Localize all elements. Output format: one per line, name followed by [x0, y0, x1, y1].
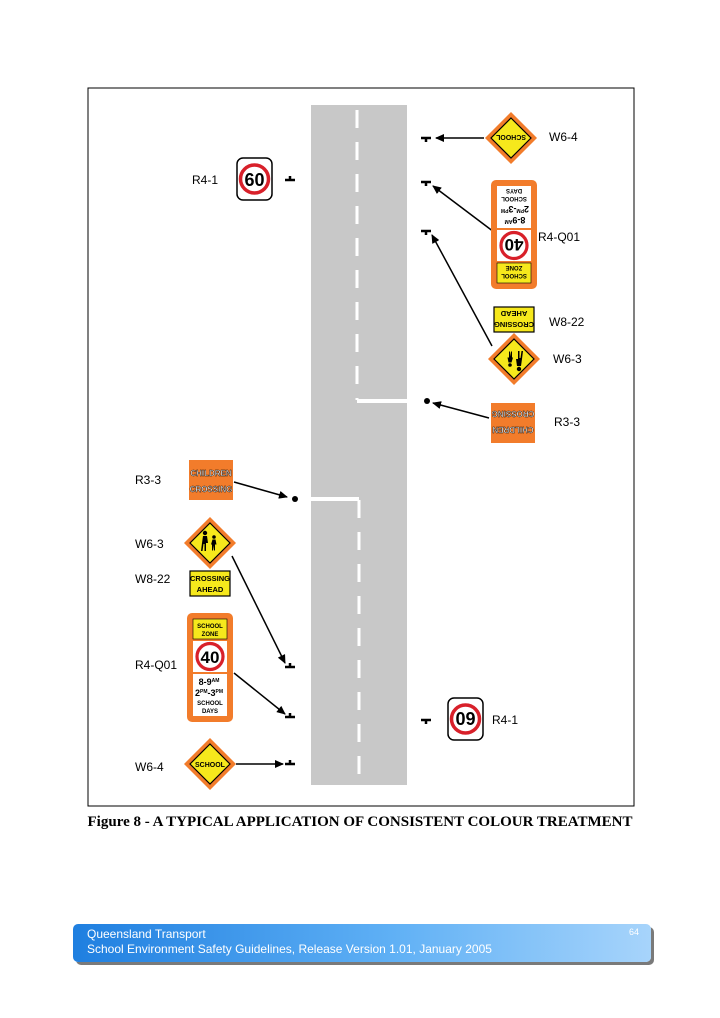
label-r4-1-upper: R4-1 [192, 173, 218, 187]
label-r4-q01-upper: R4-Q01 [538, 230, 580, 244]
footer-document-title: School Environment Safety Guidelines, Re… [87, 942, 492, 956]
children-warning-sign [184, 517, 236, 569]
svg-text:CROSSING: CROSSING [494, 320, 534, 329]
figure-frame [87, 87, 635, 807]
label-r4-1-lower: R4-1 [492, 713, 518, 727]
svg-text:8-9AM: 8-9AM [505, 215, 526, 225]
arrows [231, 134, 495, 768]
figure-caption: Figure 8 - A TYPICAL APPLICATION OF CONS… [87, 814, 633, 830]
school-warning-sign-opposite: SCHOOL [485, 112, 537, 164]
page-footer: Queensland Transport School Environment … [73, 924, 651, 962]
label-w8-22-lower: W8-22 [135, 572, 171, 586]
svg-text:SCHOOL: SCHOOL [495, 133, 526, 140]
svg-text:SCHOOL: SCHOOL [197, 624, 223, 630]
svg-text:2PM-3PM: 2PM-3PM [195, 688, 223, 698]
svg-text:CROSSING: CROSSING [190, 485, 233, 494]
svg-text:CHILDREN: CHILDREN [492, 425, 534, 434]
svg-text:SCHOOL: SCHOOL [197, 701, 223, 707]
svg-text:ZONE: ZONE [506, 264, 523, 270]
crossing-point-lower [292, 496, 298, 502]
svg-text:CHILDREN: CHILDREN [190, 469, 232, 478]
crossing-ahead-sign-opposite: CROSSING AHEAD [493, 306, 535, 333]
svg-text:DAYS: DAYS [202, 709, 218, 715]
school-zone-sign-40-opposite: SCHOOL ZONE 40 8-9AM 2PM-3PM SCHOOL DAYS [491, 180, 537, 289]
speed-limit-sign-60-opposite: 60 [447, 697, 484, 741]
svg-text:2PM-3PM: 2PM-3PM [501, 204, 529, 214]
sign-post-markers [285, 136, 431, 766]
label-w6-3-upper: W6-3 [553, 352, 582, 366]
footer-organisation: Queensland Transport [87, 927, 206, 941]
svg-text:60: 60 [455, 708, 475, 728]
svg-text:40: 40 [201, 648, 220, 667]
svg-text:DAYS: DAYS [506, 187, 522, 193]
figure-diagram: R4-1 W6-4 R4-Q01 W8-22 W6-3 R3-3 R3-3 W6… [87, 87, 635, 807]
speed-limit-sign-60: 60 [236, 157, 273, 201]
svg-text:SCHOOL: SCHOOL [195, 762, 226, 769]
footer-page-number: 64 [628, 927, 639, 937]
children-crossing-sign: CHILDREN CROSSING [189, 460, 233, 500]
label-w6-3-lower: W6-3 [135, 537, 164, 551]
svg-text:ZONE: ZONE [202, 632, 219, 638]
children-crossing-sign-opposite: CHILDREN CROSSING [491, 403, 535, 443]
svg-text:CROSSING: CROSSING [190, 574, 230, 583]
svg-text:AHEAD: AHEAD [197, 585, 224, 594]
label-r3-3-upper: R3-3 [554, 415, 580, 429]
school-warning-sign: SCHOOL [184, 738, 236, 790]
label-w8-22-upper: W8-22 [549, 315, 585, 329]
children-warning-sign-opposite [488, 333, 540, 385]
svg-text:8-9AM: 8-9AM [199, 677, 220, 687]
label-w6-4-upper: W6-4 [549, 130, 578, 144]
svg-text:SCHOOL: SCHOOL [501, 272, 527, 278]
children-walking-icon [201, 530, 217, 551]
crossing-ahead-sign: CROSSING AHEAD [189, 570, 231, 597]
svg-text:AHEAD: AHEAD [500, 309, 527, 318]
school-zone-sign-40: SCHOOL ZONE 40 8-9AM 2PM-3PM SCHOOL DAYS [187, 613, 233, 722]
svg-text:SCHOOL: SCHOOL [501, 195, 527, 201]
svg-text:CROSSING: CROSSING [492, 409, 535, 418]
svg-text:60: 60 [244, 170, 264, 190]
crossing-point-upper [424, 398, 430, 404]
label-r3-3-lower: R3-3 [135, 473, 161, 487]
svg-text:40: 40 [505, 235, 524, 254]
label-w6-4-lower: W6-4 [135, 760, 164, 774]
road [311, 105, 407, 785]
label-r4-q01-lower: R4-Q01 [135, 658, 177, 672]
